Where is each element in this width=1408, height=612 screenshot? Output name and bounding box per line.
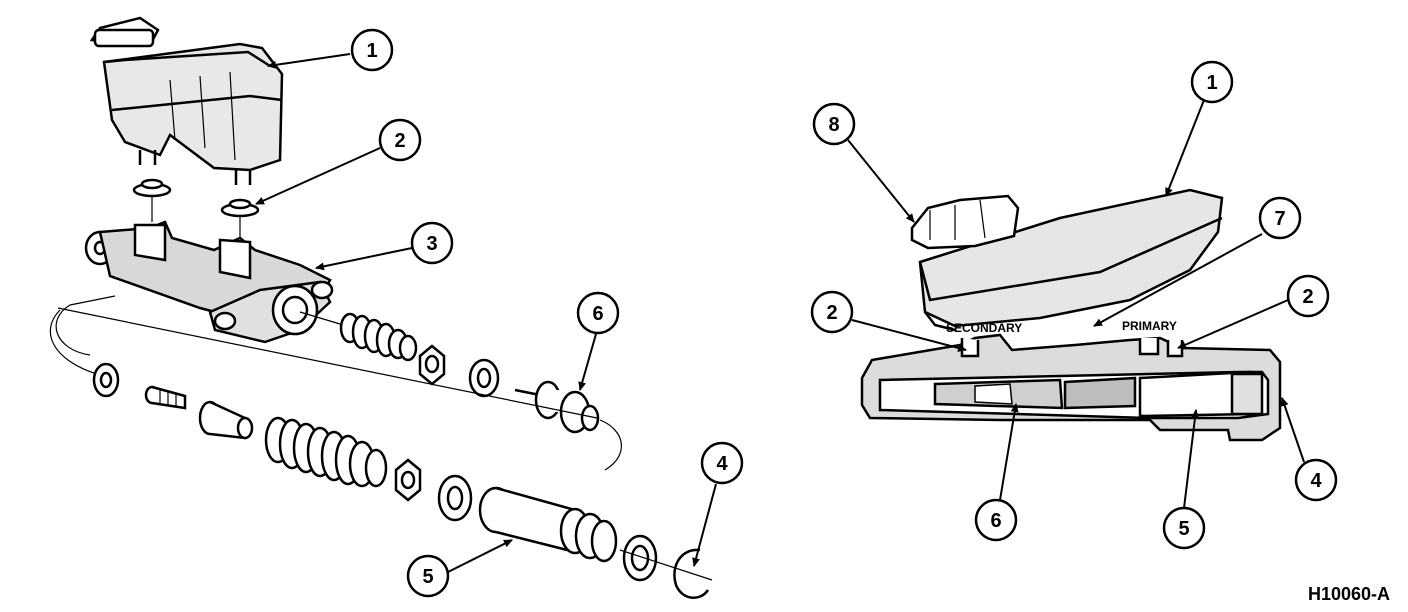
callout-5-left: 5 bbox=[422, 566, 433, 588]
callout-3-left: 3 bbox=[426, 233, 437, 255]
secondary-piston bbox=[514, 380, 600, 434]
primary-port-label: PRIMARY bbox=[1122, 319, 1177, 333]
primary-piston bbox=[478, 486, 618, 563]
stop-bolt bbox=[144, 385, 187, 410]
callout-2-right-secondary: 2 bbox=[826, 302, 837, 324]
secondary-port-label: SECONDARY bbox=[946, 321, 1022, 335]
callout-6-left: 6 bbox=[592, 303, 603, 325]
secondary-seal bbox=[468, 358, 500, 398]
callout-2-left: 2 bbox=[394, 130, 405, 152]
figure-id: H10060-A bbox=[1308, 584, 1390, 604]
primary-spring bbox=[264, 416, 388, 488]
callout-7-right: 7 bbox=[1274, 208, 1285, 230]
callout-4-right: 4 bbox=[1310, 470, 1322, 492]
callout-6-right: 6 bbox=[990, 510, 1001, 532]
reservoir-grommet-right bbox=[220, 198, 260, 218]
callout-2-right-primary: 2 bbox=[1302, 286, 1313, 308]
reservoir bbox=[89, 16, 284, 185]
cutaway-view bbox=[860, 188, 1282, 442]
piston-guide bbox=[198, 400, 254, 440]
exploded-view bbox=[49, 16, 713, 599]
right-callouts: 8 1 7 2 2 6 5 4 bbox=[810, 60, 1338, 550]
spring-retainer-primary bbox=[394, 458, 422, 502]
callout-1-left: 1 bbox=[366, 40, 377, 62]
cutaway-reservoir bbox=[910, 188, 1224, 332]
piston-cup-seal bbox=[622, 534, 658, 582]
stop-washer bbox=[92, 362, 120, 398]
reservoir-grommet-left bbox=[132, 178, 172, 198]
primary-seal bbox=[437, 474, 473, 522]
callout-1-right: 1 bbox=[1206, 72, 1217, 94]
secondary-spring bbox=[339, 312, 418, 362]
callout-4-left: 4 bbox=[716, 453, 728, 475]
left-callouts: 1 2 3 6 4 5 bbox=[255, 28, 744, 598]
spring-retainer-secondary bbox=[418, 344, 446, 386]
cutaway-body bbox=[860, 333, 1282, 442]
cylinder-body bbox=[84, 220, 334, 344]
snap-ring bbox=[673, 548, 710, 599]
callout-8-right: 8 bbox=[828, 114, 839, 136]
callout-5-right: 5 bbox=[1178, 518, 1189, 540]
